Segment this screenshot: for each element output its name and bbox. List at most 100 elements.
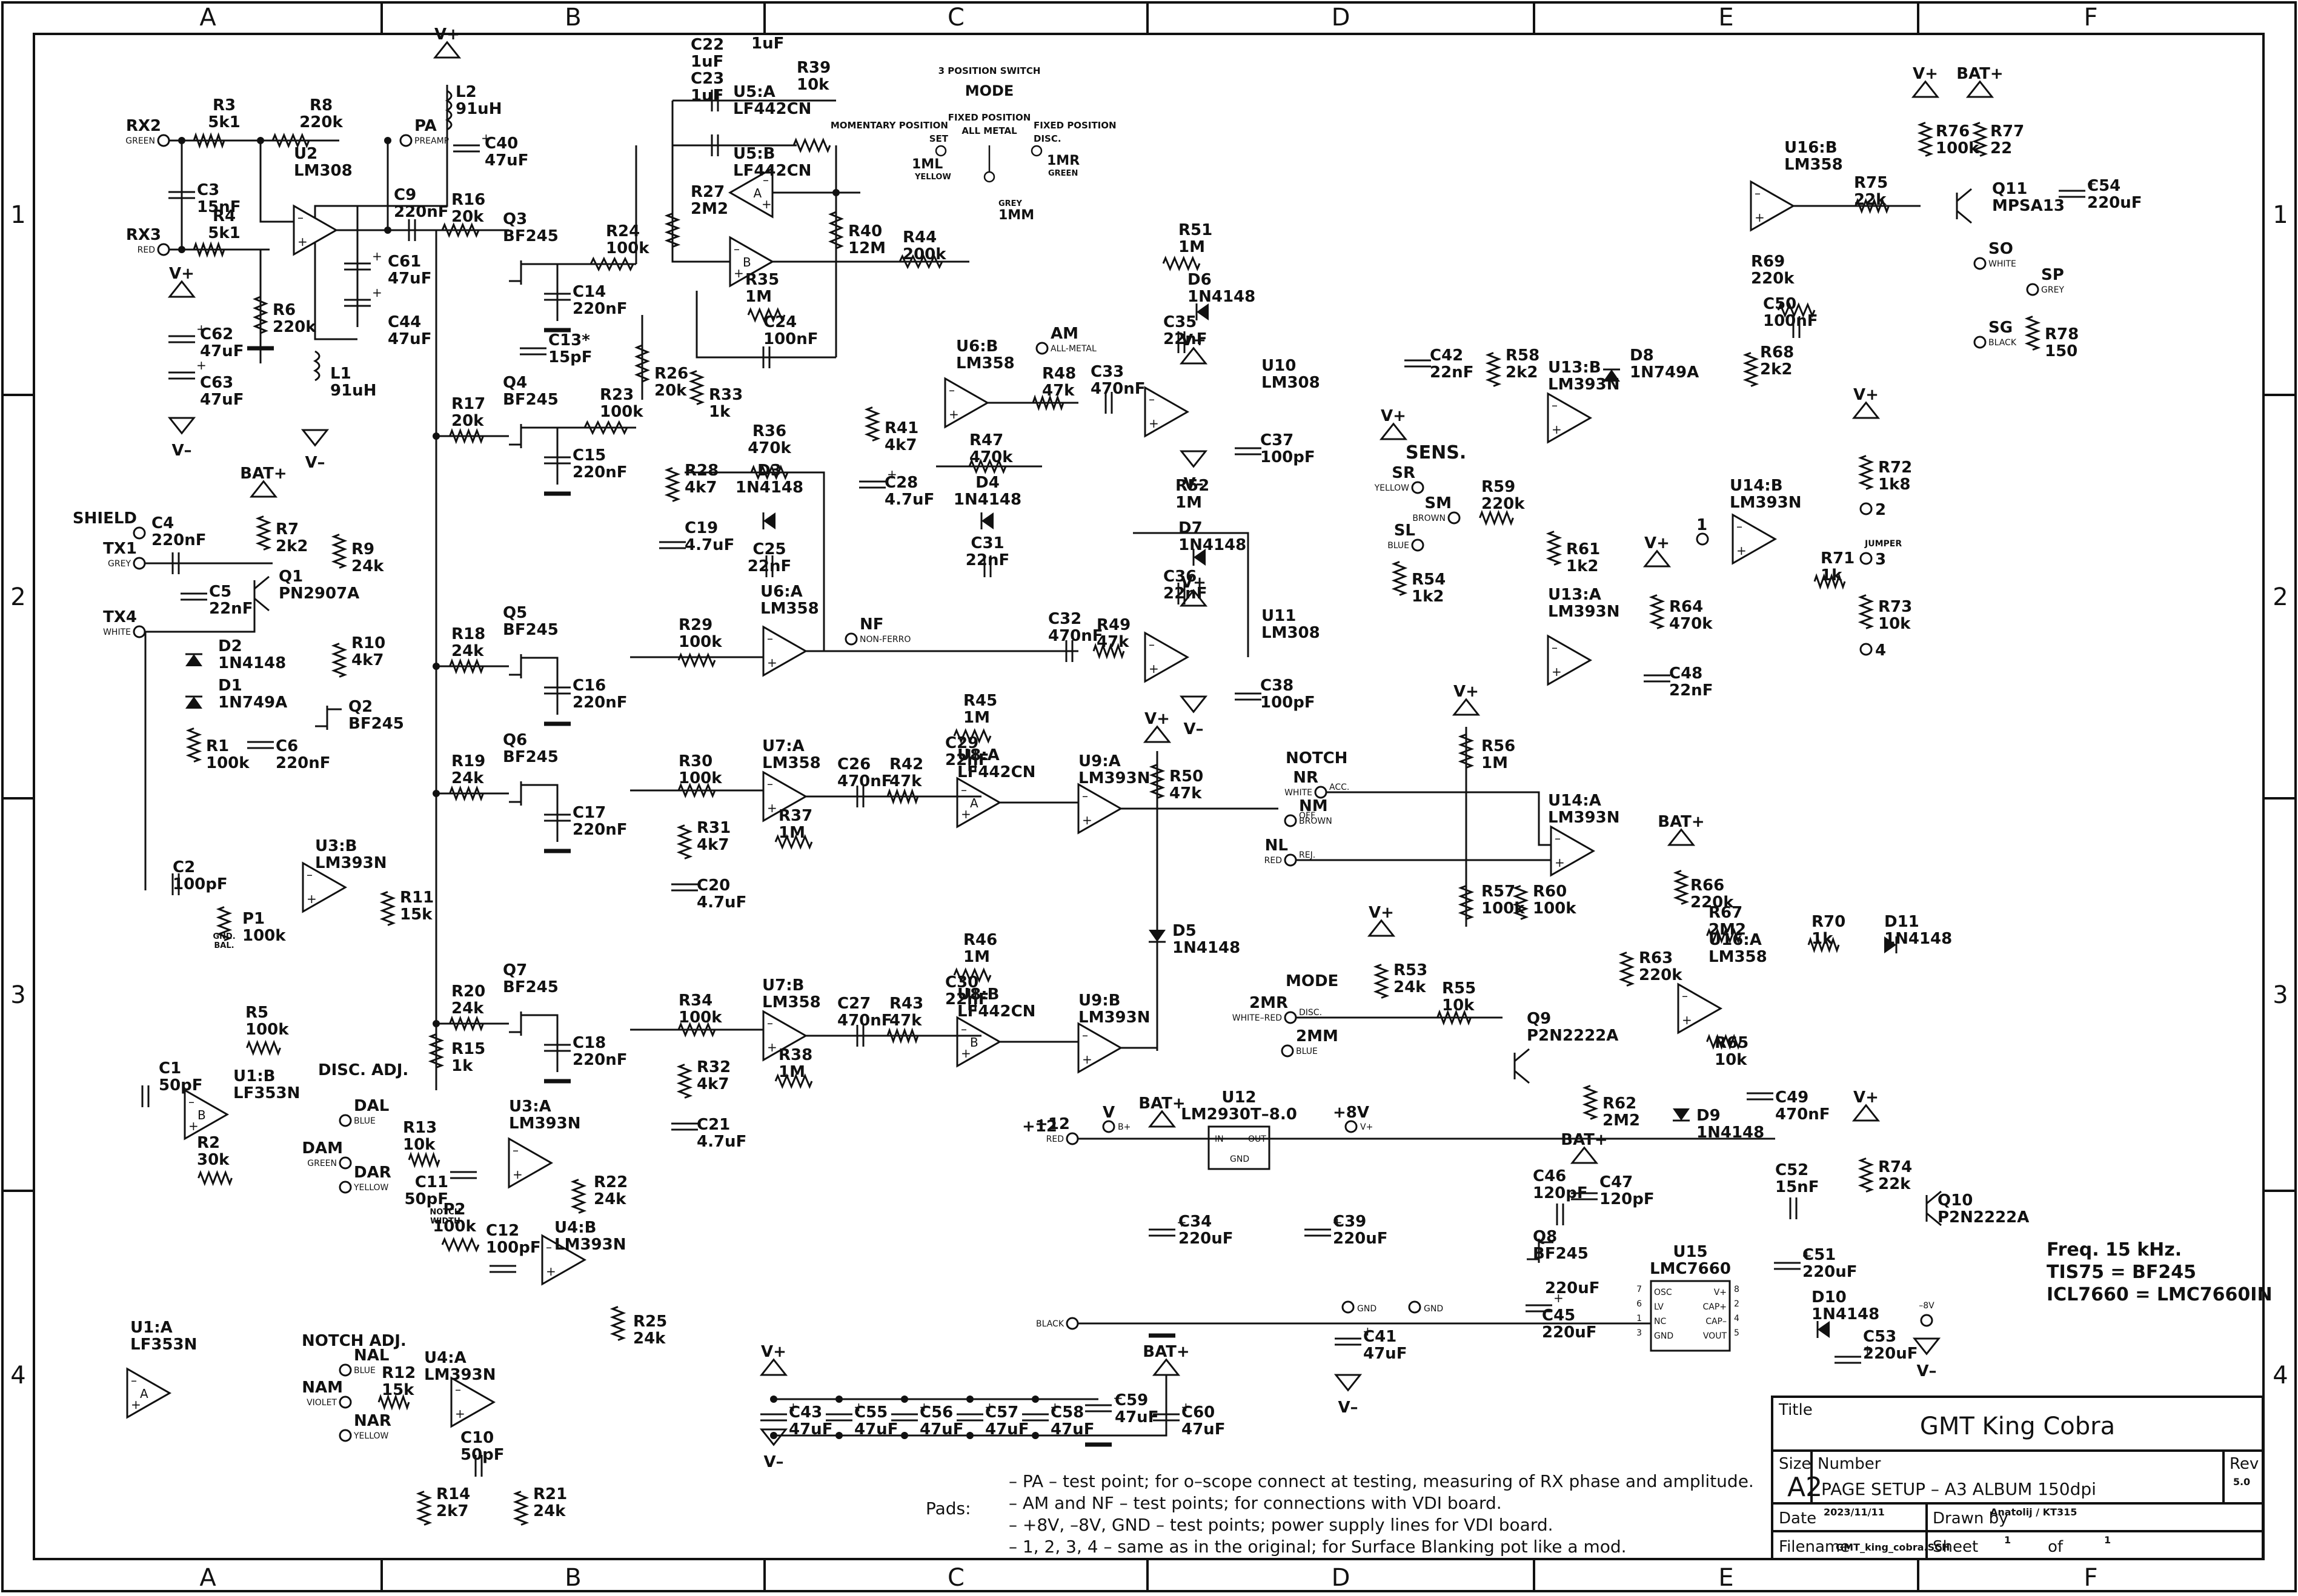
value-r3: 5k1 xyxy=(208,113,240,131)
test-pad-icon xyxy=(1102,1120,1115,1133)
supply-rail-icon xyxy=(249,480,278,498)
size-label: Size xyxy=(1779,1455,1811,1473)
minus-input-mark: – xyxy=(546,1240,552,1254)
ref-q2: Q2 xyxy=(348,698,373,716)
resistor-icon xyxy=(1373,964,1390,999)
connector-color-2mm: BLUE xyxy=(1296,1047,1318,1056)
ref-r32: R32 xyxy=(697,1058,731,1076)
connector-sr: SR xyxy=(1392,464,1415,482)
ref-c3: C3 xyxy=(197,181,219,199)
title-label: Title xyxy=(1778,1401,1813,1419)
test-pad-icon xyxy=(339,1114,352,1127)
test-pad-icon xyxy=(1973,336,1987,349)
zone-col-D: D xyxy=(1332,4,1350,31)
value-c15: 220nF xyxy=(573,463,628,482)
opamp-icon xyxy=(956,776,1002,829)
value-r25: 24k xyxy=(633,1329,666,1348)
resistor-icon xyxy=(664,467,681,502)
note-substitute-1: TIS75 = BF245 xyxy=(2047,1262,2196,1283)
ref-c37: C37 xyxy=(1260,431,1293,449)
resistor-icon xyxy=(1032,394,1064,411)
connector-color-dal: BLUE xyxy=(354,1116,376,1126)
u15-right-num-0: 8 xyxy=(1734,1285,1739,1294)
ref-r61: R61 xyxy=(1566,540,1600,558)
ref-r6: R6 xyxy=(273,301,296,319)
opamp-icon xyxy=(1077,1022,1123,1074)
junction-dot xyxy=(835,1432,843,1439)
opamp-icon xyxy=(956,1016,1002,1068)
junction-dot xyxy=(966,1432,974,1439)
ref-r58: R58 xyxy=(1506,346,1539,365)
value-d2: 1N4148 xyxy=(218,654,286,672)
ref-r49: R49 xyxy=(1097,616,1131,634)
minus-input-mark: – xyxy=(763,173,769,187)
ref-q11: Q11 xyxy=(1992,180,2027,198)
plus-input-mark: + xyxy=(734,266,744,280)
resistor-icon xyxy=(1149,764,1166,799)
minus-input-mark: – xyxy=(513,1143,519,1157)
supply-rail-icon xyxy=(1570,1146,1599,1164)
value-c16: 220nF xyxy=(573,694,628,712)
vminus-rail-icon xyxy=(301,429,330,447)
ref-c14: C14 xyxy=(573,283,606,301)
switch-contact-mr xyxy=(1031,145,1043,157)
bplus-label: B+ xyxy=(1118,1122,1131,1132)
value-r12: 15k xyxy=(382,1381,414,1399)
value-c35: 22nF xyxy=(1163,330,1207,348)
note-substitute-2: ICL7660 = LMC7660IN xyxy=(2047,1284,2273,1305)
plus8-label: +8V xyxy=(1333,1104,1369,1122)
value-c2: 100pF xyxy=(173,875,228,893)
ref-r13: R13 xyxy=(403,1119,437,1137)
junction-dot xyxy=(178,137,185,144)
zone-row-1: 1 xyxy=(10,201,25,229)
value-d3: 1N4148 xyxy=(736,478,803,497)
test-pad-icon xyxy=(1284,853,1297,867)
gnd-bal-label-1: GND. xyxy=(213,932,235,941)
u15-left-num-2: 1 xyxy=(1636,1314,1642,1323)
resistor-icon xyxy=(1546,531,1562,566)
value-d4: 1N4148 xyxy=(954,491,1021,509)
ref-c43: C43 xyxy=(789,1403,822,1422)
value-r63: 220k xyxy=(1639,966,1682,984)
value-r17: 20k xyxy=(451,412,484,430)
wire xyxy=(1133,532,1249,657)
value-r46: 1M xyxy=(963,948,990,966)
opamp-icon xyxy=(1732,513,1778,565)
ref-l2: L2 xyxy=(456,83,477,101)
ref-c19: C19 xyxy=(685,519,718,537)
resistor-icon xyxy=(379,891,396,926)
ref-q8: Q8 xyxy=(1533,1228,1557,1246)
minus-input-mark: – xyxy=(1552,398,1558,412)
junction-dot xyxy=(901,1432,908,1439)
resistor-icon xyxy=(583,420,628,435)
switch-mm-label: 1MM xyxy=(998,208,1034,223)
ref-r8: R8 xyxy=(310,96,333,114)
value-r22: 24k xyxy=(594,1190,626,1208)
test-pad-icon xyxy=(399,134,413,147)
minus-input-mark: – xyxy=(767,776,773,791)
zone-row-right-4: 4 xyxy=(2273,1362,2288,1389)
value-r31: 4k7 xyxy=(697,836,729,854)
ref-c21: C21 xyxy=(697,1116,730,1134)
connector-sm: SM xyxy=(1424,494,1452,512)
vminus-rail-icon xyxy=(1912,1337,1941,1356)
resistor-icon xyxy=(774,834,813,850)
plus-input-mark: + xyxy=(1552,664,1562,679)
ref-c54: C54 xyxy=(2087,177,2120,195)
value-r56: 1M xyxy=(1481,754,1508,772)
rail-label: BAT+ xyxy=(1658,813,1704,831)
note-frequency: Freq. 15 kHz. xyxy=(2047,1239,2182,1260)
test-pad-icon xyxy=(1859,552,1873,565)
connector-sg: SG xyxy=(1988,319,2013,337)
value-c1: 50pF xyxy=(159,1076,203,1094)
minus-input-mark: – xyxy=(961,783,967,797)
junction-dot xyxy=(257,137,264,144)
drawing-title: GMT King Cobra xyxy=(1920,1412,2115,1440)
rail-label: V– xyxy=(171,442,191,460)
resistor-icon xyxy=(1673,870,1690,905)
connector-red12: +12 xyxy=(1035,1115,1070,1133)
u15-left-pin-3: GND xyxy=(1654,1331,1673,1341)
ref-r68: R68 xyxy=(1760,343,1794,362)
resistor-icon xyxy=(2024,316,2041,351)
